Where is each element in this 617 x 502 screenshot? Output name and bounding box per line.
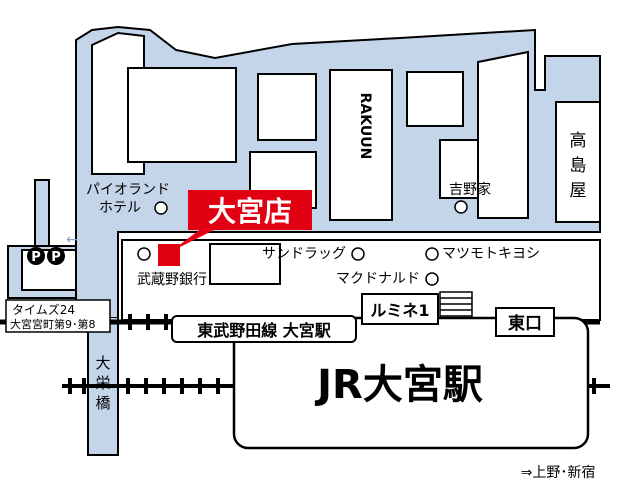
- road-stub-left: [34, 179, 50, 247]
- tobu-station-label: 東武野田線 大宮駅: [197, 321, 332, 340]
- block: [127, 67, 237, 163]
- svg-text:大: 大: [95, 354, 110, 372]
- bank-marker: [137, 247, 151, 261]
- hotel-label: ホテル: [99, 200, 141, 216]
- bank-label: 武蔵野銀行: [137, 272, 207, 288]
- mcdonalds-marker: [425, 272, 439, 286]
- east-exit-box: [495, 307, 555, 337]
- svg-text:栄: 栄: [95, 374, 110, 392]
- svg-text:屋: 屋: [570, 181, 587, 201]
- left-arrow-icon: ←: [66, 232, 78, 248]
- hotel-marker: [154, 201, 168, 215]
- sundrug-marker: [351, 247, 365, 261]
- tobu-station-box: [171, 315, 357, 343]
- matsumoto-marker: [425, 247, 439, 261]
- parking-label-box: [5, 299, 111, 333]
- yoshinoya-marker: [454, 200, 468, 214]
- svg-text:高: 高: [570, 131, 587, 151]
- matsumoto-label: マツモトキヨシ: [442, 246, 540, 262]
- parking-symbols: P P: [27, 247, 65, 265]
- track-ties: [68, 314, 596, 394]
- store-callout-box: [188, 190, 312, 230]
- yoshinoya-label: 吉野家: [449, 181, 491, 198]
- block: [477, 50, 529, 219]
- sundrug-label: サンドラッグ: [262, 246, 346, 262]
- rakuun-label: RAKUUN: [357, 93, 373, 160]
- block-takashimaya: [555, 101, 601, 223]
- direction-label: ⇒上野･新宿: [521, 464, 596, 481]
- mcdonalds-label: マクドナルド: [336, 271, 420, 287]
- block-bank-area: [209, 243, 281, 285]
- svg-text:P: P: [31, 250, 41, 265]
- east-exit-label: 東口: [508, 313, 542, 334]
- parking-line1: タイムズ24: [12, 302, 75, 317]
- svg-text:橋: 橋: [95, 394, 110, 412]
- bridge-label: 大 栄 橋: [95, 354, 110, 412]
- block: [257, 73, 317, 141]
- jr-station-label: JR大宮駅: [314, 362, 483, 408]
- takashimaya-label: 高 島 屋: [570, 131, 587, 201]
- lumine-box: [361, 293, 439, 325]
- svg-text:島: 島: [570, 156, 587, 176]
- block: [406, 71, 464, 127]
- store-name: 大宮店: [208, 195, 292, 228]
- pioland-label: パイオランド: [86, 182, 170, 198]
- block: [329, 69, 393, 221]
- lumine-label: ルミネ1: [370, 301, 429, 320]
- svg-text:P: P: [51, 250, 61, 265]
- parking-line2: 大宮宮町第9･第8: [10, 317, 96, 331]
